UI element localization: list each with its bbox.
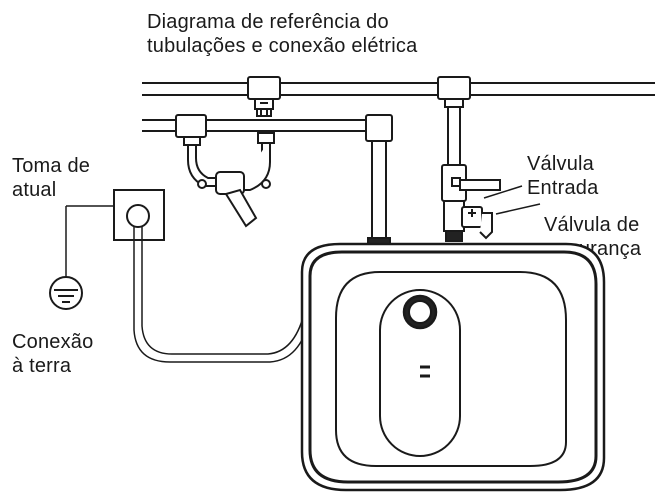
inlet-valve-label-line2: Entrada: [527, 177, 599, 199]
inlet-valve-label: Válvula Entrada: [527, 152, 598, 200]
diagram-title-line2: tubulações e conexão elétrica: [147, 35, 418, 57]
ground-label: Conexão à terra: [12, 330, 93, 378]
diagram-title: Diagrama de referência do tubulações e c…: [147, 10, 417, 58]
ground-label-line2: à terra: [12, 355, 72, 377]
lower-pipe-tee: [175, 114, 207, 146]
inlet-valve-label-line1: Válvula: [527, 153, 594, 175]
upper-pipe-tee-left: [247, 76, 281, 117]
inlet-pipe: [447, 107, 461, 165]
socket-label-line2: atual: [12, 179, 57, 201]
socket-label-line1: Toma de: [12, 155, 91, 177]
inlet-valve-icon: [441, 164, 501, 202]
mixing-valve-icon: [187, 132, 275, 228]
safety-valve-icon: [443, 200, 493, 242]
diagram-title-line1: Diagrama de referência do: [147, 11, 389, 33]
upper-pipe-tee-right: [437, 76, 471, 108]
ground-symbol-icon: [49, 276, 83, 310]
ground-label-line1: Conexão: [12, 331, 94, 353]
hot-outlet-pipe: [365, 114, 393, 249]
water-heater-icon: [300, 242, 606, 492]
power-socket-icon: [113, 189, 165, 241]
safety-valve-label-line1: Válvula de: [544, 214, 640, 236]
upper-pipe: [142, 82, 655, 96]
label-pointers: [483, 185, 541, 215]
socket-label: Toma de atual: [12, 154, 90, 202]
power-cord: [133, 227, 311, 363]
